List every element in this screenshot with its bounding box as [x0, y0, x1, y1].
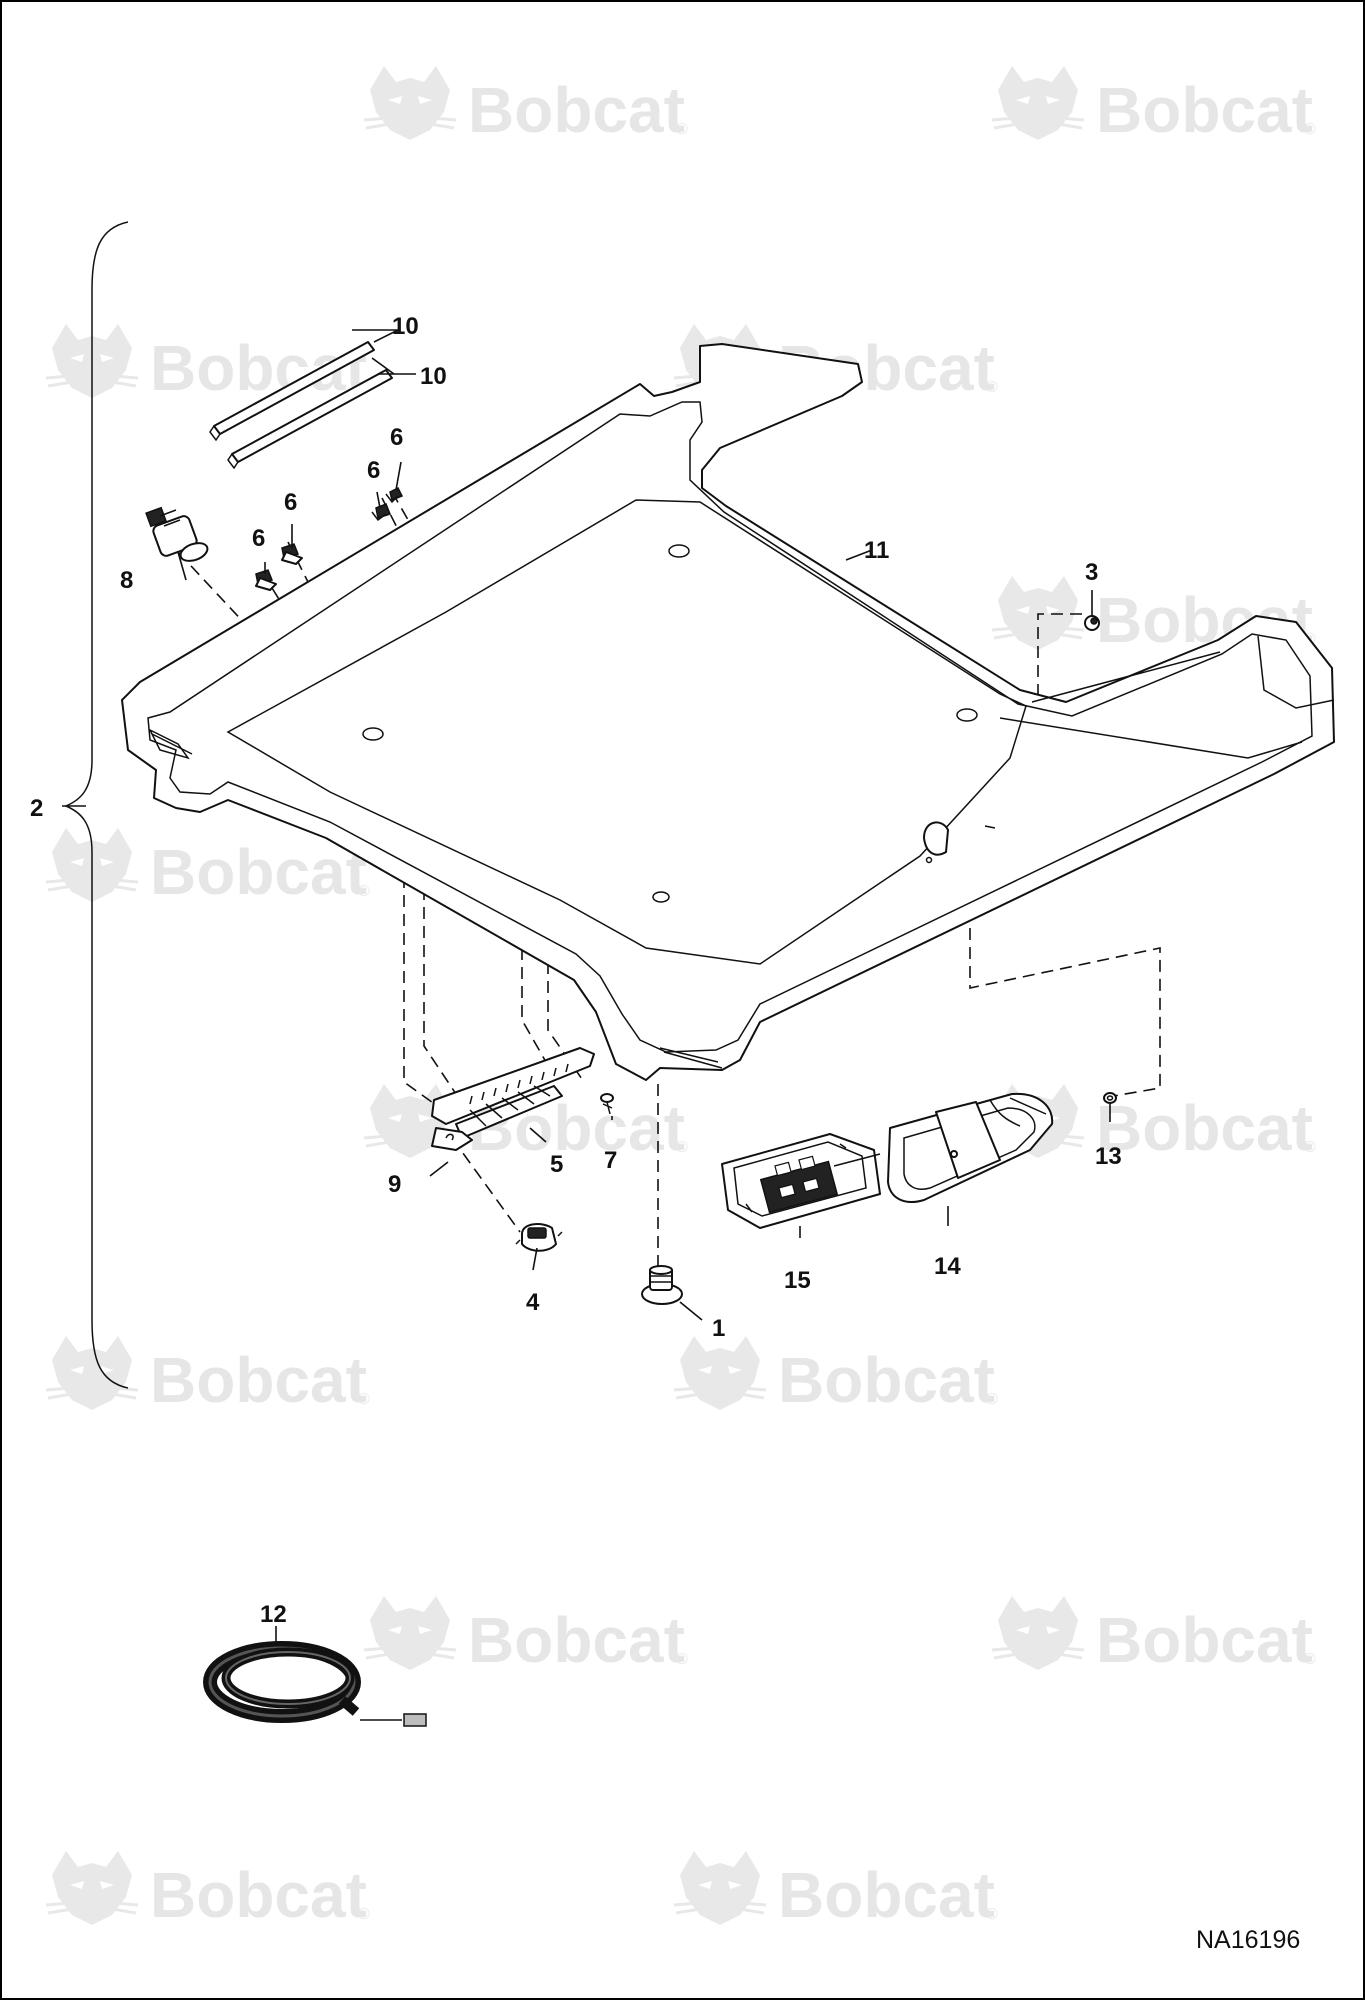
watermark-registered-mark: ®: [676, 121, 688, 138]
callout-7: 7: [604, 1147, 617, 1174]
callout-labels: 10 10 6 6 6 6 8 11 3 2 9 5 7 4 1 15 14 1…: [30, 313, 1122, 1628]
bobcat-watermark: Bobcat®: [362, 1082, 688, 1164]
watermark-registered-mark: ®: [676, 1139, 688, 1156]
air-vent-louver: [431, 1047, 595, 1151]
watermark-registered-mark: ®: [1304, 121, 1316, 138]
callout-3: 3: [1085, 559, 1098, 586]
bobcat-head-logo-icon: [362, 64, 458, 142]
callout-2: 2: [30, 795, 43, 822]
fastener-knob: [641, 1265, 683, 1305]
callout-14: 14: [934, 1253, 961, 1280]
callout-5: 5: [550, 1151, 563, 1178]
callout-13: 13: [1095, 1143, 1122, 1170]
watermark-registered-mark: ®: [1304, 1139, 1316, 1156]
plug-button: [1084, 615, 1100, 631]
callout-15: 15: [784, 1267, 811, 1294]
watermark-registered-mark: ®: [986, 379, 998, 396]
retainer-clip-4: [385, 486, 404, 504]
watermark-brand-text: Bobcat: [150, 836, 367, 908]
weather-strip-upper: [209, 341, 375, 442]
bobcat-watermark: Bobcat®: [990, 1082, 1316, 1164]
callout-6-d: 6: [252, 525, 265, 552]
watermark-registered-mark: ®: [358, 1906, 370, 1923]
bobcat-watermark: Bobcat®: [990, 1594, 1316, 1676]
callout-12: 12: [260, 1601, 287, 1628]
bobcat-watermark: Bobcat®: [672, 1849, 998, 1931]
callout-6-b: 6: [367, 457, 380, 484]
retainer-nut: [515, 1223, 563, 1252]
bobcat-watermark: Bobcat®: [44, 1334, 370, 1416]
bobcat-watermark: Bobcat®: [44, 1849, 370, 1931]
weather-strip-lower: [227, 369, 393, 470]
bobcat-head-logo-icon: [672, 1334, 768, 1412]
bobcat-head-logo-icon: [44, 1849, 140, 1927]
watermark-registered-mark: ®: [358, 1391, 370, 1408]
coiled-harness: [203, 1641, 427, 1727]
watermark-registered-mark: ®: [676, 1651, 688, 1668]
bobcat-head-logo-icon: [990, 1594, 1086, 1672]
callout-4: 4: [526, 1289, 540, 1316]
callout-10-lower: 10: [420, 363, 447, 390]
leader-lines: [62, 329, 1111, 1721]
watermark-registered-mark: ®: [1304, 1651, 1316, 1668]
watermark-registered-mark: ®: [986, 1906, 998, 1923]
dome-light-housing: [721, 1133, 881, 1229]
watermark-brand-text: Bobcat: [778, 1344, 995, 1416]
dome-light-switch: [145, 506, 209, 562]
bobcat-head-logo-icon: [362, 1594, 458, 1672]
retainer-clip-2: [281, 543, 303, 565]
watermark-registered-mark: ®: [358, 883, 370, 900]
watermark-brand-text: Bobcat: [1096, 74, 1313, 146]
bobcat-watermark: Bobcat®: [672, 1334, 998, 1416]
watermark-registered-mark: ®: [986, 1391, 998, 1408]
callout-8: 8: [120, 567, 133, 594]
bobcat-watermark: Bobcat®: [362, 1594, 688, 1676]
drawing-number: NA16196: [1196, 1926, 1301, 1954]
bobcat-watermark: Bobcat®: [990, 64, 1316, 146]
watermark-brand-text: Bobcat: [778, 1859, 995, 1931]
watermark-brand-text: Bobcat: [468, 1092, 685, 1164]
callout-6-c: 6: [284, 489, 297, 516]
bobcat-watermark: Bobcat®: [362, 64, 688, 146]
watermark-brand-text: Bobcat: [150, 1859, 367, 1931]
callout-1: 1: [712, 1315, 725, 1342]
bobcat-head-logo-icon: [44, 1334, 140, 1412]
dome-light-lens: [887, 1092, 1054, 1203]
callout-9: 9: [388, 1171, 401, 1198]
callout-6-a: 6: [390, 424, 403, 451]
watermark-brand-text: Bobcat: [1096, 1092, 1313, 1164]
bobcat-watermark: Bobcat®: [44, 826, 370, 908]
watermark-brand-text: Bobcat: [150, 1344, 367, 1416]
watermark-brand-text: Bobcat: [468, 1604, 685, 1676]
callout-10-upper: 10: [392, 313, 419, 340]
headliner-panel: [121, 343, 1335, 1081]
retainer-clip-3: [371, 503, 391, 522]
watermark-brand-text: Bobcat: [1096, 1604, 1313, 1676]
assembly-brace: [64, 221, 129, 1389]
screw: [600, 1093, 614, 1115]
bobcat-watermark: Bobcat®: [44, 322, 370, 404]
bobcat-head-logo-icon: [990, 64, 1086, 142]
callout-11: 11: [864, 537, 889, 564]
o-ring: [1103, 1092, 1117, 1104]
bobcat-head-logo-icon: [672, 1849, 768, 1927]
retainer-clip-1: [255, 569, 277, 591]
watermark-brand-text: Bobcat: [468, 74, 685, 146]
